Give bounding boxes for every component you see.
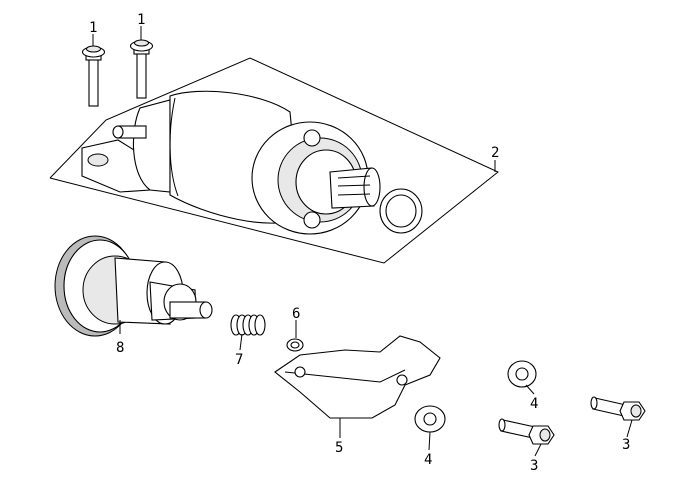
starter-clutch-gear-part-8	[54, 235, 213, 337]
o-ring	[379, 188, 423, 234]
callout-2: 2	[491, 145, 499, 161]
washer-part-4-upper	[507, 360, 537, 388]
callout-7: 7	[235, 352, 243, 368]
bolt-part-3-middle	[498, 418, 555, 445]
callout-1-left: 1	[89, 20, 97, 36]
callout-5: 5	[335, 440, 343, 456]
callout-8: 8	[116, 340, 124, 356]
bolt-part-1-left	[81, 45, 106, 107]
callout-3-middle: 3	[530, 458, 538, 474]
callout-3-right: 3	[622, 437, 630, 453]
callout-1-right: 1	[137, 12, 145, 28]
spring-part-7	[230, 314, 266, 336]
starter-motor-body	[81, 90, 381, 235]
washer-part-6	[286, 338, 304, 352]
cover-bracket-part-5	[274, 335, 441, 419]
leader-lines	[92, 26, 633, 457]
bolt-part-1-right	[129, 39, 154, 99]
starter-motor-assembly-outline	[49, 57, 499, 264]
callout-4-upper: 4	[530, 396, 538, 412]
bolt-part-3-right	[590, 396, 646, 421]
callout-4-lower: 4	[424, 452, 432, 468]
washer-part-4-lower	[414, 405, 446, 433]
callout-6: 6	[292, 306, 300, 322]
